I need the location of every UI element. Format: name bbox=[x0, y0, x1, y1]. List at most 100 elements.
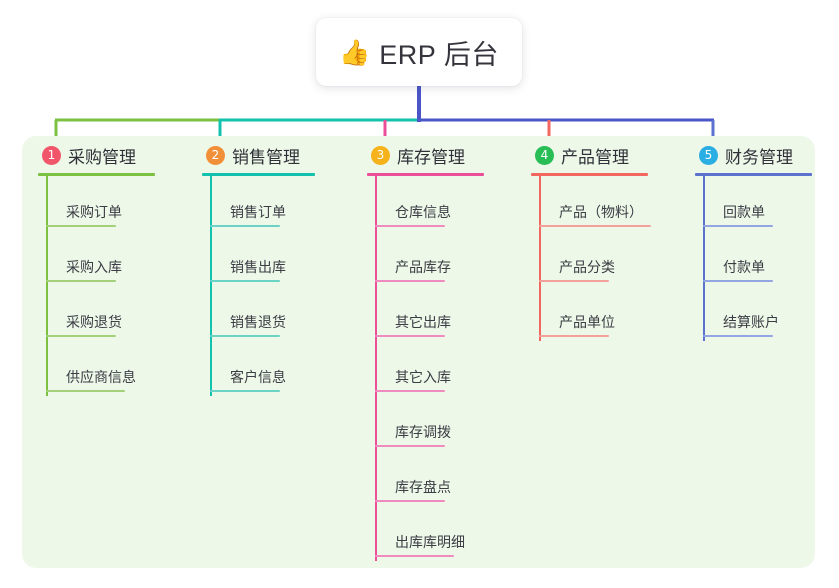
leaf-item[interactable]: 仓库信息 bbox=[367, 176, 517, 231]
leaf-item[interactable]: 采购退货 bbox=[38, 286, 188, 341]
column-badge-3: 3 bbox=[371, 145, 390, 165]
leaf-item-label: 仓库信息 bbox=[395, 204, 451, 220]
leaf-item-label: 其它出库 bbox=[395, 314, 451, 330]
leaf-item[interactable]: 其它入库 bbox=[367, 341, 517, 396]
leaf-item-label: 回款单 bbox=[723, 204, 765, 220]
leaf-item[interactable]: 产品库存 bbox=[367, 231, 517, 286]
column-badge-2: 2 bbox=[206, 145, 225, 165]
leaf-item-rule bbox=[703, 335, 773, 337]
leaf-item-rule bbox=[375, 335, 445, 337]
leaf-item-label: 采购订单 bbox=[66, 204, 122, 220]
leaf-item-rule bbox=[375, 445, 445, 447]
column-items-3: 仓库信息产品库存其它出库其它入库库存调拨库存盘点出库库明细 bbox=[367, 176, 517, 561]
thumbs-up-icon: 👍 bbox=[339, 38, 371, 67]
leaf-item-label: 客户信息 bbox=[230, 369, 286, 385]
leaf-item-label: 采购退货 bbox=[66, 314, 122, 330]
leaf-item-rule bbox=[210, 280, 280, 282]
leaf-item-rule bbox=[539, 225, 651, 227]
leaf-item-label: 销售订单 bbox=[230, 204, 286, 220]
column-spine-1 bbox=[46, 176, 48, 396]
leaf-item-rule bbox=[210, 390, 280, 392]
leaf-item[interactable]: 产品单位 bbox=[531, 286, 691, 341]
leaf-item-rule bbox=[375, 280, 445, 282]
leaf-item-rule bbox=[46, 280, 116, 282]
root-node-title: ERP 后台 bbox=[379, 39, 499, 70]
leaf-item[interactable]: 客户信息 bbox=[202, 341, 352, 396]
leaf-item[interactable]: 产品分类 bbox=[531, 231, 691, 286]
column-underline-1 bbox=[38, 173, 155, 176]
leaf-item[interactable]: 销售订单 bbox=[202, 176, 352, 231]
content-panel bbox=[22, 136, 815, 568]
column-items-1: 采购订单采购入库采购退货供应商信息 bbox=[38, 176, 188, 396]
leaf-item-rule bbox=[210, 225, 280, 227]
column-4: 4 产品管理产品（物料） 产品分类产品单位 bbox=[531, 142, 691, 341]
column-badge-5: 5 bbox=[699, 145, 718, 165]
column-underline-5 bbox=[695, 173, 812, 176]
leaf-item-label: 采购入库 bbox=[66, 259, 122, 275]
leaf-item[interactable]: 其它出库 bbox=[367, 286, 517, 341]
leaf-item[interactable]: 采购入库 bbox=[38, 231, 188, 286]
column-spine-2 bbox=[210, 176, 212, 396]
column-items-2: 销售订单销售出库销售退货客户信息 bbox=[202, 176, 352, 396]
leaf-item-rule bbox=[703, 280, 773, 282]
leaf-item-label: 付款单 bbox=[723, 259, 765, 275]
leaf-item-rule bbox=[375, 225, 445, 227]
leaf-item-label: 产品单位 bbox=[559, 314, 615, 330]
leaf-item-rule bbox=[46, 335, 116, 337]
leaf-item-label: 销售出库 bbox=[230, 259, 286, 275]
column-header-5[interactable]: 5 财务管理 bbox=[695, 142, 839, 168]
column-header-2[interactable]: 2 销售管理 bbox=[202, 142, 352, 168]
leaf-item-rule bbox=[46, 390, 125, 392]
column-underline-3 bbox=[367, 173, 484, 176]
leaf-item-rule bbox=[539, 335, 609, 337]
leaf-item[interactable]: 出库库明细 bbox=[367, 506, 517, 561]
column-items-4: 产品（物料） 产品分类产品单位 bbox=[531, 176, 691, 341]
leaf-item[interactable]: 结算账户 bbox=[695, 286, 839, 341]
leaf-item[interactable]: 库存调拨 bbox=[367, 396, 517, 451]
leaf-item[interactable]: 产品（物料） bbox=[531, 176, 691, 231]
leaf-item-rule bbox=[375, 390, 445, 392]
leaf-item-rule bbox=[46, 225, 116, 227]
column-5: 5 财务管理回款单付款单结算账户 bbox=[695, 142, 839, 341]
leaf-item-label: 供应商信息 bbox=[66, 369, 136, 385]
leaf-item[interactable]: 销售退货 bbox=[202, 286, 352, 341]
column-title-5: 财务管理 bbox=[725, 147, 793, 167]
leaf-item[interactable]: 回款单 bbox=[695, 176, 839, 231]
leaf-item-rule bbox=[703, 225, 773, 227]
column-2: 2 销售管理销售订单销售出库销售退货客户信息 bbox=[202, 142, 352, 396]
column-title-2: 销售管理 bbox=[232, 147, 300, 167]
leaf-item-label: 其它入库 bbox=[395, 369, 451, 385]
leaf-item-rule bbox=[210, 335, 280, 337]
column-underline-4 bbox=[531, 173, 648, 176]
column-title-1: 采购管理 bbox=[68, 147, 136, 167]
column-3: 3 库存管理仓库信息产品库存其它出库其它入库库存调拨库存盘点出库库明细 bbox=[367, 142, 517, 561]
root-node-card[interactable]: 👍 ERP 后台 bbox=[316, 18, 522, 86]
column-1: 1 采购管理采购订单采购入库采购退货供应商信息 bbox=[38, 142, 188, 396]
leaf-item[interactable]: 库存盘点 bbox=[367, 451, 517, 506]
leaf-item-rule bbox=[375, 555, 454, 557]
column-header-4[interactable]: 4 产品管理 bbox=[531, 142, 691, 168]
leaf-item-label: 销售退货 bbox=[230, 314, 286, 330]
column-title-3: 库存管理 bbox=[397, 147, 465, 167]
column-underline-2 bbox=[202, 173, 315, 176]
column-spine-4 bbox=[539, 176, 541, 341]
column-title-4: 产品管理 bbox=[561, 147, 629, 167]
leaf-item-rule bbox=[375, 500, 445, 502]
leaf-item-label: 产品分类 bbox=[559, 259, 615, 275]
leaf-item[interactable]: 付款单 bbox=[695, 231, 839, 286]
column-spine-5 bbox=[703, 176, 705, 341]
leaf-item[interactable]: 销售出库 bbox=[202, 231, 352, 286]
leaf-item[interactable]: 采购订单 bbox=[38, 176, 188, 231]
column-items-5: 回款单付款单结算账户 bbox=[695, 176, 839, 341]
leaf-item-label: 结算账户 bbox=[723, 314, 779, 330]
column-badge-4: 4 bbox=[535, 145, 554, 165]
column-header-3[interactable]: 3 库存管理 bbox=[367, 142, 517, 168]
column-badge-1: 1 bbox=[42, 145, 61, 165]
column-header-1[interactable]: 1 采购管理 bbox=[38, 142, 188, 168]
leaf-item-label: 产品（物料） bbox=[559, 204, 643, 220]
leaf-item-label: 出库库明细 bbox=[395, 534, 465, 550]
leaf-item[interactable]: 供应商信息 bbox=[38, 341, 188, 396]
leaf-item-label: 产品库存 bbox=[395, 259, 451, 275]
leaf-item-rule bbox=[539, 280, 609, 282]
leaf-item-label: 库存盘点 bbox=[395, 479, 451, 495]
